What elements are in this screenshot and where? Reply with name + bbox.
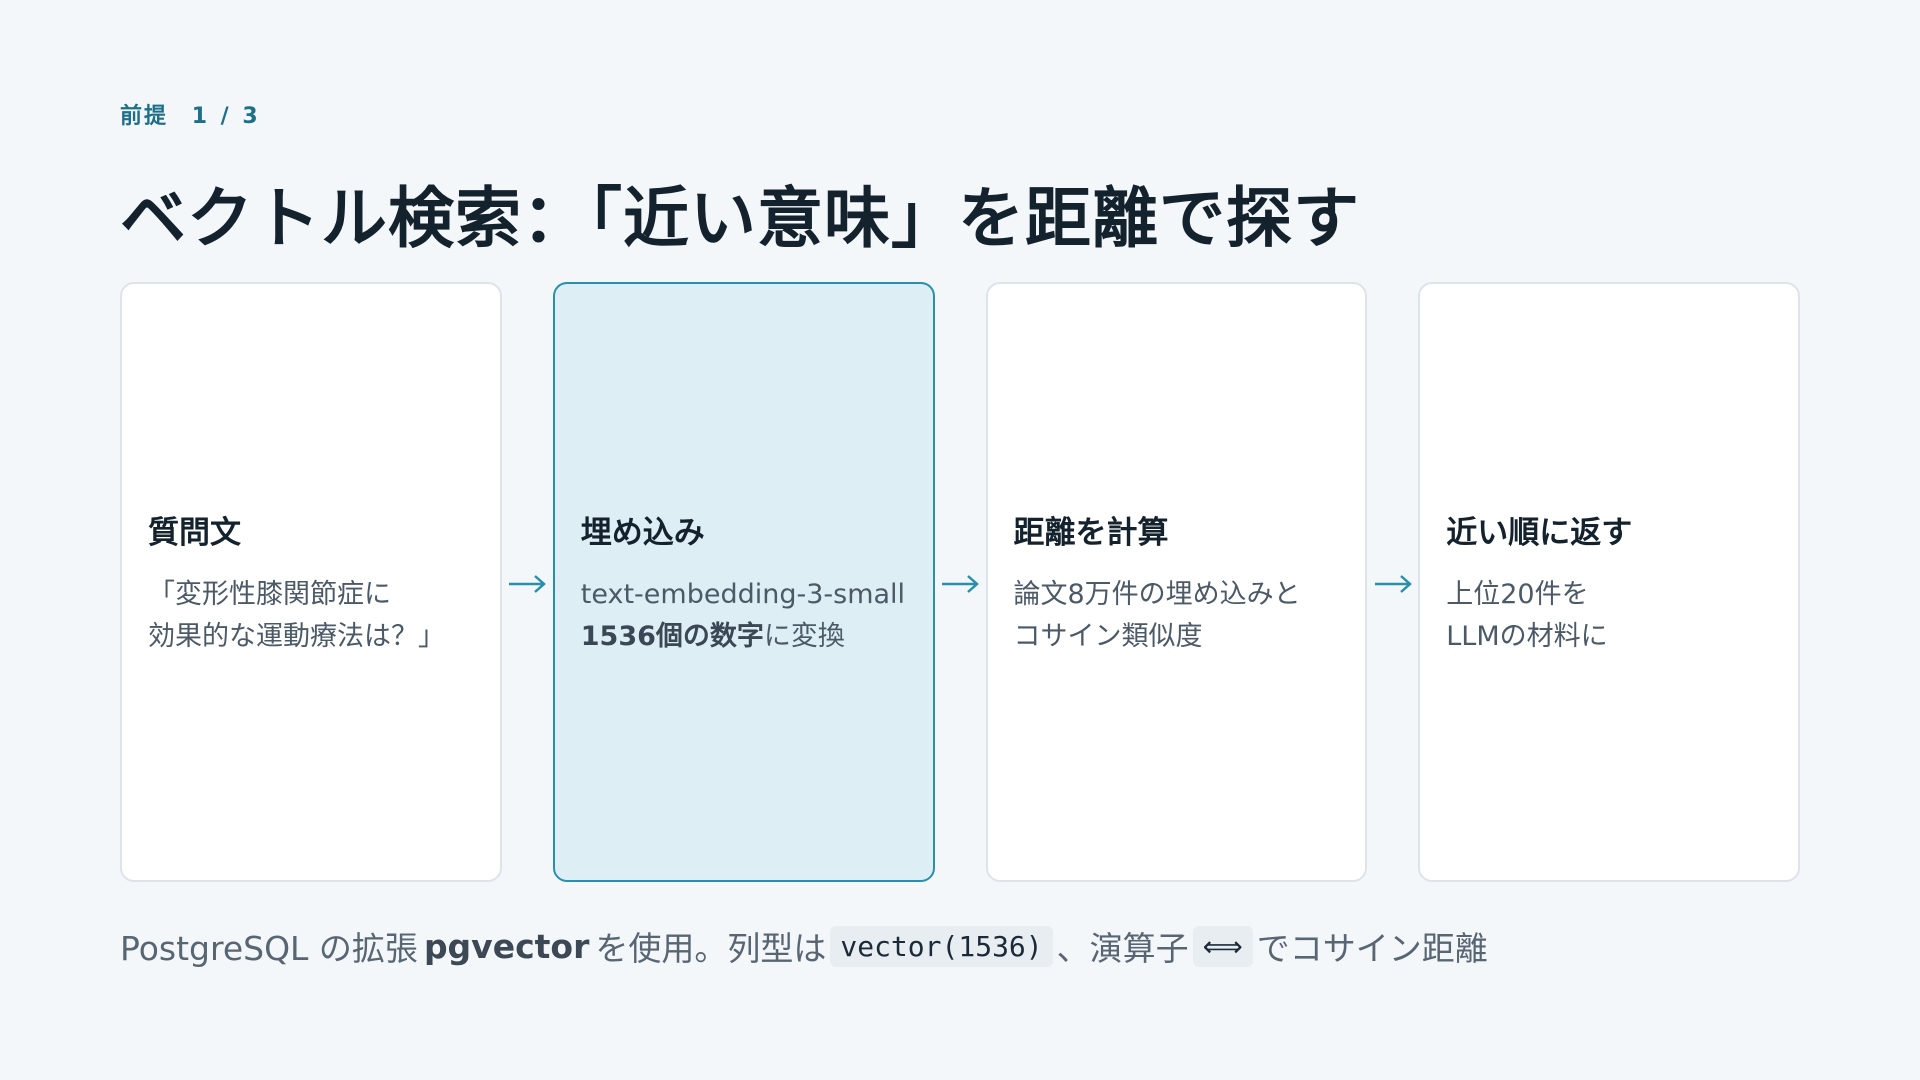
step-body-text: に変換 — [763, 620, 845, 652]
step-body: text-embedding-3-small 1536個の数字に変換 — [581, 574, 907, 658]
footer-text: 、演算子 — [1056, 929, 1189, 968]
step-body: 「変形性膝関節症に 効果的な運動療法は？」 — [148, 574, 474, 658]
arrow-right-icon — [1367, 564, 1418, 604]
step-body-line: 1536個の数字に変換 — [581, 616, 907, 658]
step-body-line: text-embedding-3-small — [580, 578, 906, 610]
step-body-line: 「変形性膝関節症に — [148, 578, 391, 610]
step-title: 距離を計算 — [1013, 514, 1169, 551]
step-body: 論文8万件の埋め込みと コサイン類似度 — [1014, 574, 1340, 658]
dimension-count: 1536個の数字 — [580, 620, 764, 652]
footer-text: を使用。列型は — [595, 929, 827, 968]
arrow-right-icon — [935, 564, 986, 604]
step-body: 上位20件を LLMの材料に — [1446, 574, 1772, 658]
step-title: 近い順に返す — [1446, 514, 1633, 551]
footer-text: でコサイン距離 — [1256, 929, 1488, 968]
step-card-question: 質問文 「変形性膝関節症に 効果的な運動療法は？」 — [120, 282, 502, 882]
section-eyebrow: 前提 1 / 3 — [120, 98, 261, 130]
footer-text: PostgreSQL の拡張 — [120, 929, 418, 968]
step-body-line: LLMの材料に — [1446, 620, 1608, 652]
page-indicator: 1 / 3 — [191, 104, 261, 129]
footer-note: PostgreSQL の拡張 pgvector を使用。列型は vector(1… — [120, 922, 1488, 970]
slide-title: ベクトル検索：「近い意味」を距離で探す — [120, 180, 1360, 257]
step-title: 埋め込み — [580, 514, 705, 551]
step-body-line: コサイン類似度 — [1013, 620, 1203, 652]
code-operator: ⟺ — [1192, 925, 1253, 967]
step-title: 質問文 — [148, 514, 241, 551]
step-card-distance: 距離を計算 論文8万件の埋め込みと コサイン類似度 — [985, 282, 1368, 882]
step-body-line: 上位20件を — [1446, 578, 1589, 610]
step-card-results: 近い順に返す 上位20件を LLMの材料に — [1418, 282, 1801, 882]
step-body-line: 効果的な運動療法は？」 — [148, 620, 445, 652]
extension-name: pgvector — [423, 926, 590, 966]
arrow-right-icon — [502, 564, 553, 604]
step-card-embedding: 埋め込み text-embedding-3-small 1536個の数字に変換 — [552, 282, 935, 882]
code-column-type: vector(1536) — [830, 925, 1053, 967]
step-body-line: 論文8万件の埋め込みと — [1013, 578, 1301, 610]
process-flow: 質問文 「変形性膝関節症に 効果的な運動療法は？」 埋め込み text-embe… — [120, 282, 1801, 882]
section-label: 前提 — [120, 104, 169, 129]
